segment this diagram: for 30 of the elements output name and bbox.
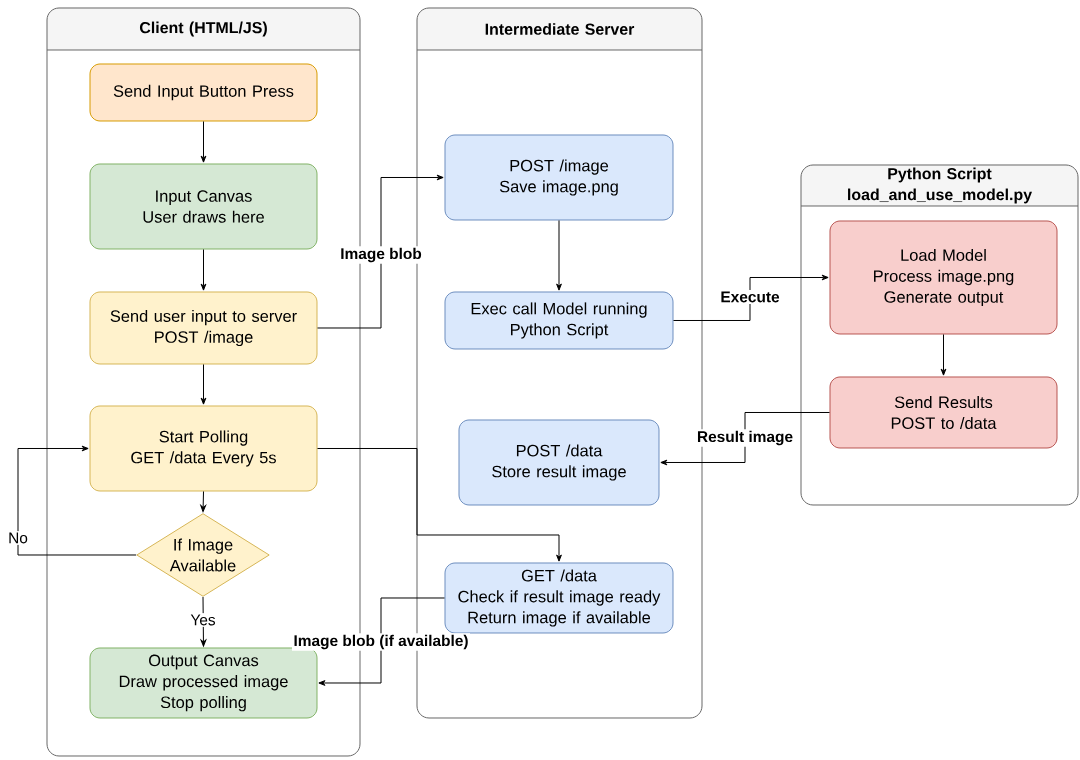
process-box: Exec call Model running Python Script — [444, 291, 674, 350]
arrow — [200, 596, 207, 647]
arrow — [660, 412, 830, 466]
process-box: POST /data Store result image — [458, 419, 660, 506]
arrow — [17, 445, 137, 556]
process-box: Load Model Process image.png Generate output — [829, 220, 1058, 335]
process-box: GET /data Check if result image ready Return image if available — [444, 562, 674, 634]
arrow — [317, 448, 562, 562]
arrow — [940, 334, 947, 376]
arrow — [317, 174, 444, 329]
edge-label: Image blob (if available) — [292, 633, 471, 651]
process-box: Send Input Button Press — [89, 63, 318, 122]
arrow — [200, 121, 207, 163]
process-box: POST /image Save image.png — [444, 134, 674, 221]
edge-label: Result image — [695, 429, 795, 447]
edge-label: Image blob — [338, 246, 424, 264]
arrow — [673, 274, 829, 321]
process-box: Send Results POST to /data — [829, 376, 1058, 449]
process-box: Start Polling GET /data Every 5s — [89, 405, 318, 492]
arrow — [200, 491, 207, 513]
arrow — [200, 364, 207, 405]
process-box: Send user input to server POST /image — [89, 291, 318, 365]
arrow — [200, 249, 207, 291]
process-box: Output Canvas Draw processed image Stop polling — [89, 647, 318, 719]
edge-label: Yes — [188, 613, 218, 627]
process-box: Input Canvas User draws here — [89, 163, 318, 250]
edge-label: Execute — [718, 290, 782, 304]
edge-label: No — [6, 531, 30, 545]
arrow — [556, 220, 562, 291]
arrow — [318, 597, 445, 686]
